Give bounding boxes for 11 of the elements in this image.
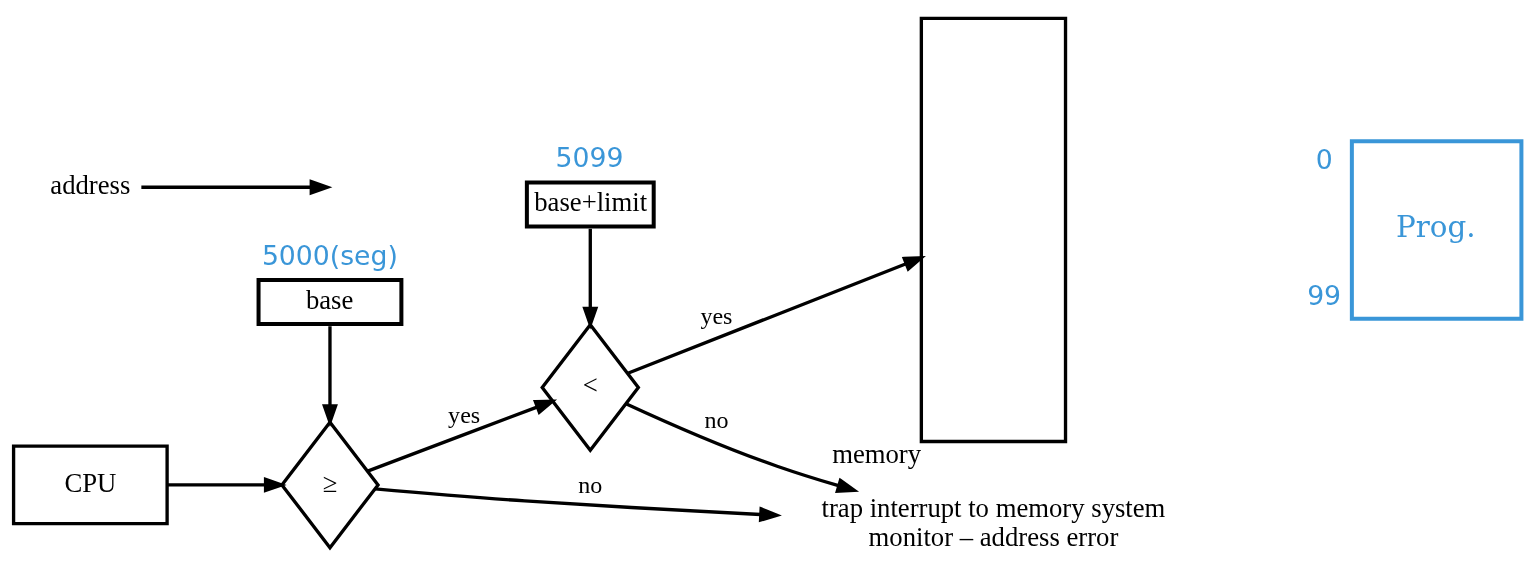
node-label: 5099: [555, 142, 624, 174]
node-label: 5000(seg): [261, 239, 398, 271]
edge-label: no: [578, 472, 603, 499]
edge-label: yes: [448, 401, 481, 428]
node-label: 99: [1307, 279, 1342, 311]
node-label: memory: [832, 438, 922, 469]
node-text: trap interrupt to memory system monitor – address error: [821, 492, 1166, 553]
edge-label: yes: [700, 302, 733, 329]
node-label: 0: [1315, 143, 1333, 175]
edge-label: no: [704, 407, 729, 434]
node-text: address: [50, 169, 131, 200]
